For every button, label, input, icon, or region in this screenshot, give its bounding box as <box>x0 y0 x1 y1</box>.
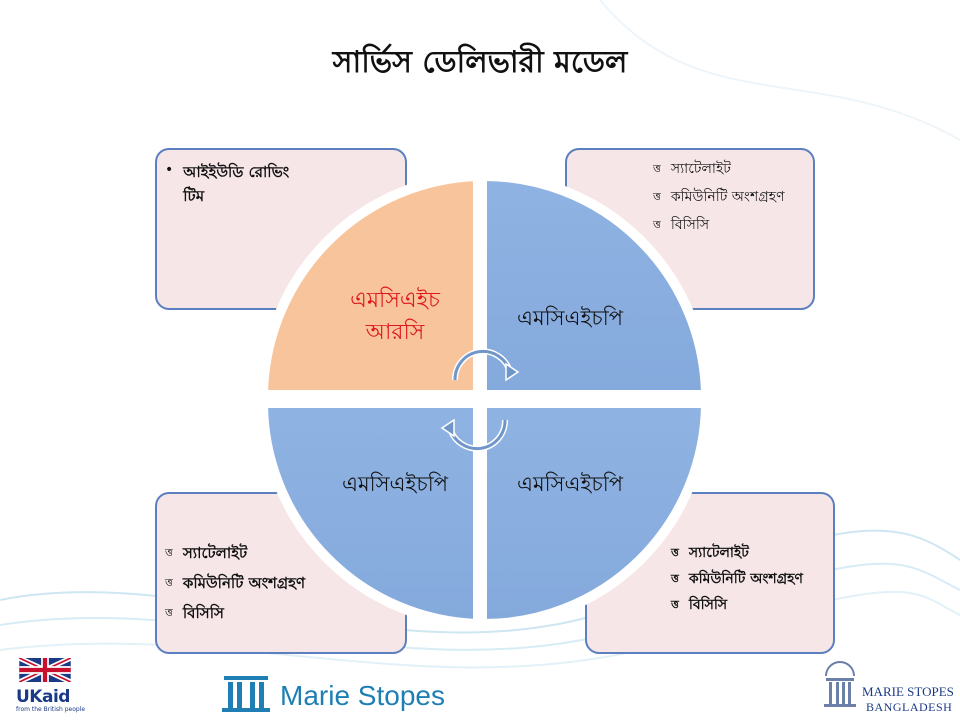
bullet-icon: ত্ত <box>165 546 173 559</box>
list-item: ত্ত স্যাটেলাইট <box>165 544 405 562</box>
card-item-label: কমিউনিটি অংশগ্রহণ <box>182 574 306 592</box>
list-item: ত্ত কমিউনিটি অংশগ্রহণ <box>671 570 833 588</box>
ukaid-logo-text: UKaid <box>16 687 70 707</box>
quadrant-label-bottom-left: এমসিএইচপি <box>341 472 448 496</box>
list-item: ত্ত বিসিসি <box>671 596 833 614</box>
marie-stopes-icon <box>222 676 270 712</box>
card-item-label: কমিউনিটি অংশগ্রহণ <box>688 571 803 587</box>
card-item-label: বিসিসি <box>182 604 224 622</box>
quadrant-label-bottom-right: এমসিএইচপি <box>516 472 623 496</box>
bullet-icon: ত্ত <box>671 546 679 559</box>
list-item: ত্ত কমিউনিটি অংশগ্রহণ <box>653 188 813 206</box>
quadrant-top-left <box>258 171 483 400</box>
cycle-arrows-icon <box>440 348 520 452</box>
bullet-icon: ত্ত <box>165 576 173 589</box>
bullet-icon: ত্ত <box>671 598 679 611</box>
quadrant-label-top-right: এমসিএইচপি <box>516 306 623 330</box>
bullet-icon: ত্ত <box>671 572 679 585</box>
quadrant-label-top-left: এমসিএইচ আরসি <box>330 285 460 349</box>
quadrant-label-line2: আরসি <box>365 320 425 345</box>
card-item-label: স্যাটেলাইট <box>182 544 248 562</box>
page-title: সার্ভিস ডেলিভারী মডেল <box>332 45 628 80</box>
quadrant-label-line1: এমসিএইচ <box>350 288 440 313</box>
bullet-dot-icon: • <box>165 162 174 178</box>
card-item-label: স্যাটেলাইট <box>670 161 731 177</box>
list-item: ত্ত স্যাটেলাইট <box>671 544 833 562</box>
msb-logo-line1: MARIE STOPES <box>862 684 954 699</box>
bullet-icon: ত্ত <box>165 606 173 619</box>
card-item-label: আইইউডি রোভিং টিম <box>183 163 290 205</box>
union-jack-icon <box>18 658 72 682</box>
bullet-icon: ত্ত <box>653 218 661 231</box>
card-item-label: কমিউনিটি অংশগ্রহণ <box>670 189 785 205</box>
marie-stopes-bangladesh-icon <box>824 661 856 707</box>
card-item-label: বিসিসি <box>670 217 710 233</box>
quadrant-bottom-right <box>477 398 711 630</box>
list-item: • আইইউডি রোভিং টিম <box>165 160 405 208</box>
list-item: ত্ত কমিউনিটি অংশগ্রহণ <box>165 574 405 592</box>
card-item-label: স্যাটেলাইট <box>688 545 749 561</box>
marie-stopes-logo-text: Marie Stopes <box>280 680 445 711</box>
quadrant-top-right <box>477 170 711 400</box>
quadrant-bottom-left <box>258 398 483 629</box>
bullet-icon: ত্ত <box>653 162 661 175</box>
list-item: ত্ত বিসিসি <box>653 216 813 234</box>
msb-logo-line2: BANGLADESH <box>866 700 953 714</box>
ukaid-tagline: from the British people <box>16 706 86 713</box>
list-item: ত্ত স্যাটেলাইট <box>653 160 813 178</box>
bullet-icon: ত্ত <box>653 190 661 203</box>
list-item: ত্ত বিসিসি <box>165 604 405 622</box>
card-item-label: বিসিসি <box>688 597 728 613</box>
